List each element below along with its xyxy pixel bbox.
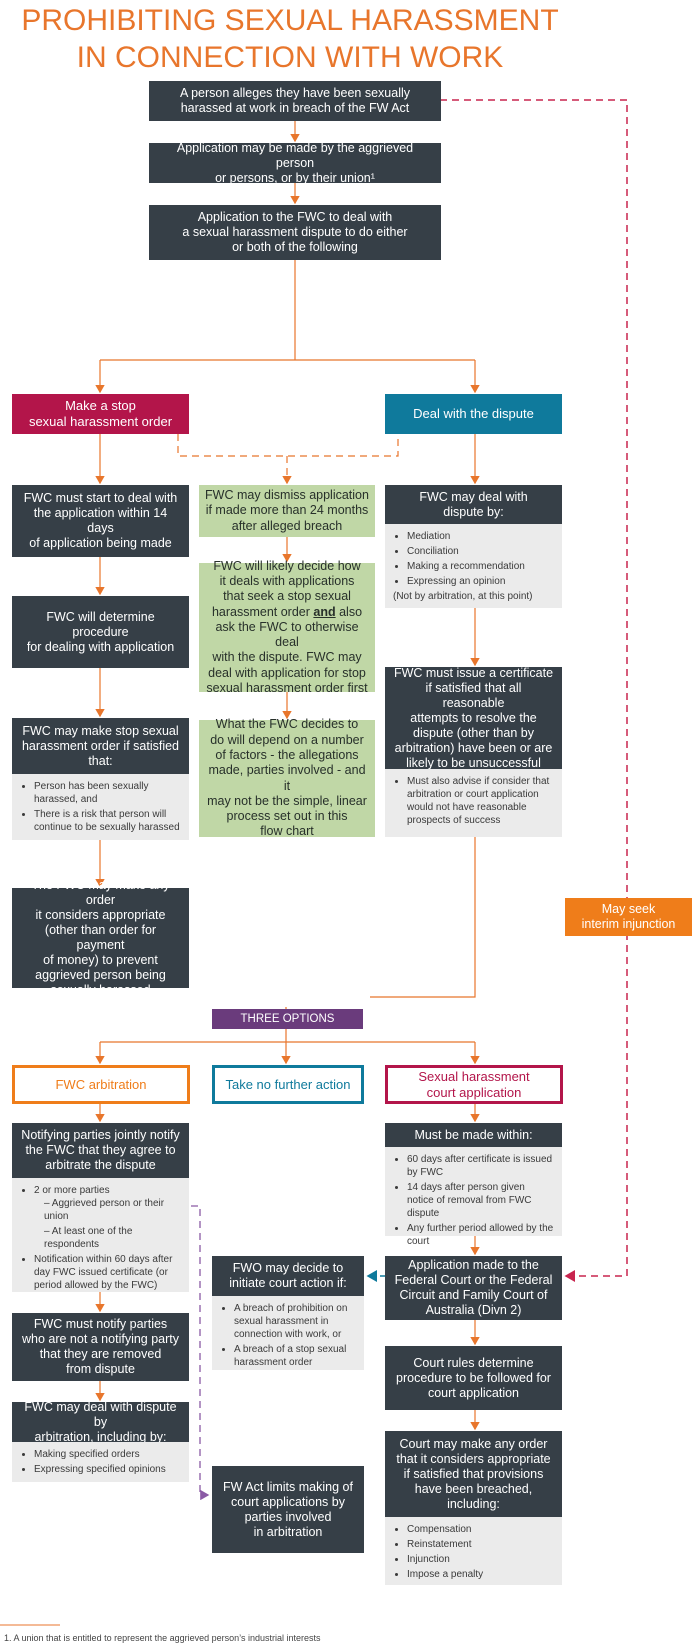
option-arbitration: FWC arbitration (12, 1065, 190, 1104)
arbitration-methods: Making specified orders Expressing speci… (12, 1442, 189, 1482)
fwo-conditions: A breach of prohibition on sexual harass… (212, 1296, 364, 1370)
must-be-made-within-box: Must be made within: (385, 1123, 562, 1147)
time-limits: 60 days after certificate is issued by F… (385, 1147, 562, 1247)
allegation-box: A person alleges they have been sexually… (149, 81, 441, 121)
page-title: PROHIBITING SEXUAL HARASSMENT IN CONNECT… (21, 4, 559, 74)
deal-by-methods: Mediation Conciliation Making a recommen… (385, 524, 562, 608)
option-no-action: Take no further action (212, 1065, 364, 1104)
notify-conditions: 2 or more parties Aggrieved person or th… (12, 1178, 189, 1292)
deal-dispute-branch: Deal with the dispute (385, 394, 562, 434)
certificate-advice: Must also advise if consider that arbitr… (385, 769, 562, 837)
application-who-box: Application may be made by the aggrieved… (149, 141, 441, 185)
three-options-label: THREE OPTIONS (212, 1009, 363, 1029)
may-make-order-conditions: Person has been sexually harassed, and T… (12, 774, 189, 840)
footnote: 1. A union that is entitled to represent… (4, 1633, 321, 1643)
court-remedies: Compensation Reinstatement Injunction Im… (385, 1517, 562, 1585)
